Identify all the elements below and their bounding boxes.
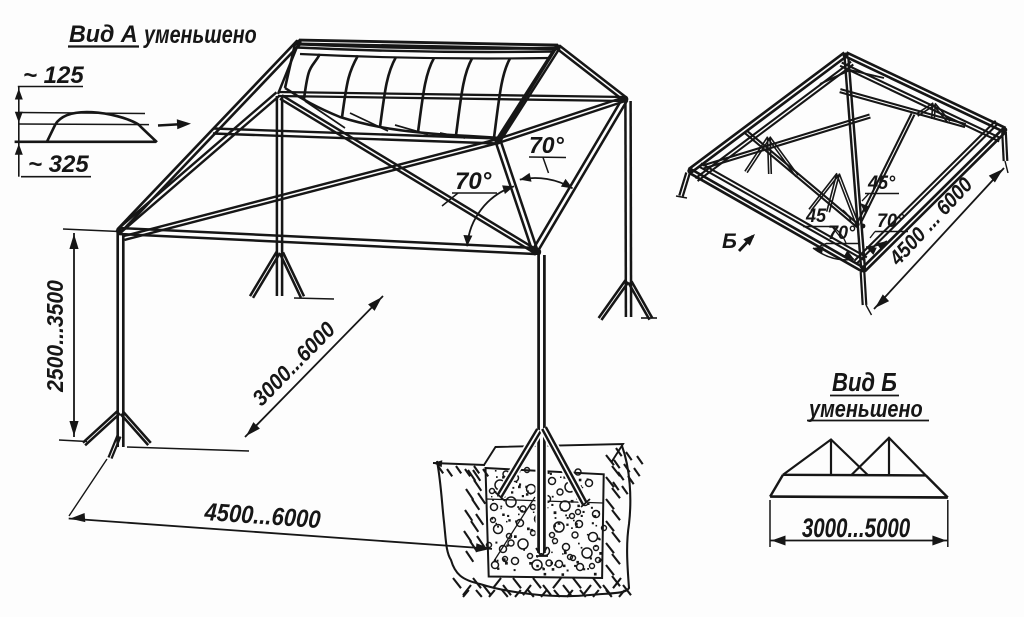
svg-text:~ 325: ~ 325 <box>28 151 89 178</box>
svg-text:уменьшено: уменьшено <box>143 21 257 49</box>
svg-text:3000...5000: 3000...5000 <box>802 513 911 543</box>
svg-text:70°: 70° <box>529 132 565 158</box>
svg-text:45: 45 <box>805 205 827 227</box>
svg-text:~ 125: ~ 125 <box>23 62 84 89</box>
svg-text:Б: Б <box>722 230 737 253</box>
svg-text:Вид А: Вид А <box>69 22 138 48</box>
svg-text:70°: 70° <box>877 210 905 232</box>
svg-text:Вид Б: Вид Б <box>832 368 897 397</box>
svg-text:2500...3500: 2500...3500 <box>42 279 68 392</box>
svg-text:70°: 70° <box>828 222 856 244</box>
svg-text:70°: 70° <box>455 168 492 195</box>
svg-text:45°: 45° <box>867 172 896 194</box>
svg-text:уменьшено: уменьшено <box>808 395 923 422</box>
